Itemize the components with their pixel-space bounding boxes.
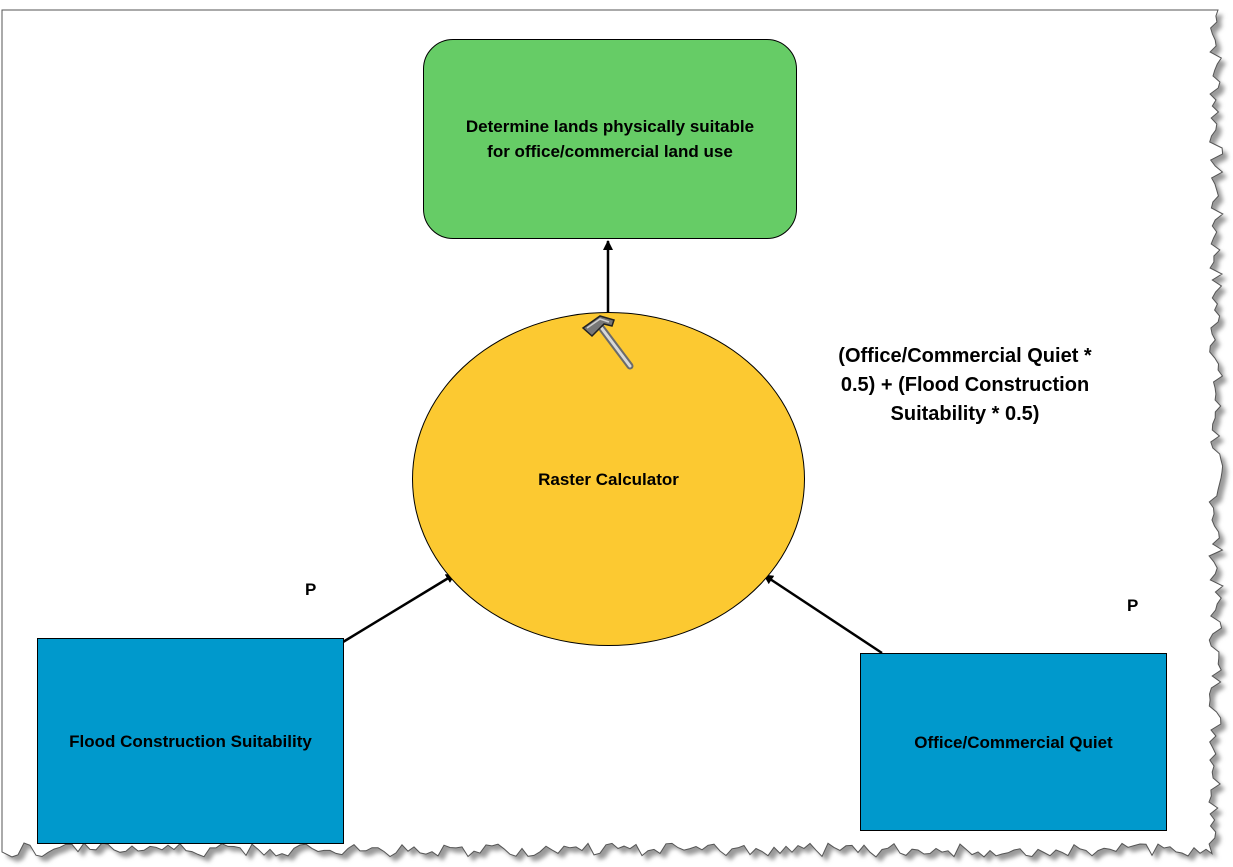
parameter-marker: P — [305, 580, 317, 599]
tool-node-raster-calculator[interactable]: Raster Calculator — [412, 312, 805, 646]
input-node-office-commercial-quiet[interactable]: Office/Commercial Quiet — [860, 653, 1167, 831]
input-node-label: Flood Construction Suitability — [69, 731, 312, 751]
output-node-label: Determine lands physically suitable for … — [465, 117, 755, 161]
input-node-label: Office/Commercial Quiet — [914, 732, 1113, 752]
expression-label: (Office/Commercial Quiet * 0.5) + (Flood… — [838, 345, 1092, 425]
input-node-flood-construction-suitability[interactable]: Flood Construction Suitability — [37, 638, 344, 844]
hammer-icon — [581, 315, 634, 370]
connector-office-to-tool — [763, 573, 883, 655]
output-node[interactable]: Determine lands physically suitable for … — [423, 39, 797, 239]
parameter-marker: P — [1127, 596, 1139, 615]
connector-flood-to-tool — [342, 572, 456, 644]
tool-node-label: Raster Calculator — [538, 469, 679, 489]
